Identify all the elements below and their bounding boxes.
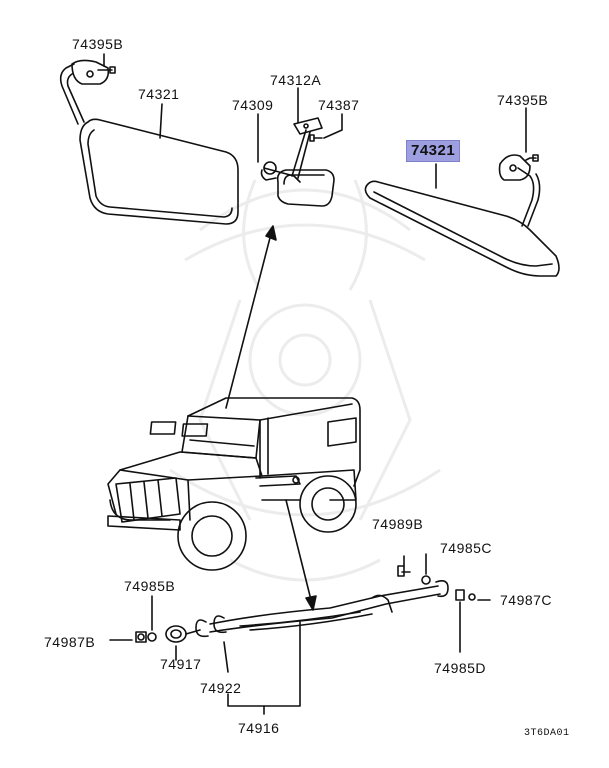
part-label-74917: 74917 (160, 656, 202, 672)
tow-strap (165, 580, 449, 643)
part-label-74989B: 74989B (372, 516, 424, 532)
rear-view-mirror (260, 117, 335, 207)
part-label-74916: 74916 (238, 720, 280, 736)
part-label-74312A: 74312A (270, 72, 322, 88)
part-label-74395B-right: 74395B (497, 92, 549, 108)
part-label-74985C: 74985C (440, 540, 493, 556)
right-hardware (397, 553, 491, 653)
leader-lines (103, 53, 527, 715)
part-label-74321-left: 74321 (138, 86, 180, 102)
part-label-74321-right-highlighted[interactable]: 74321 (406, 140, 461, 162)
diagram-code: 3T6DA01 (524, 728, 570, 739)
part-label-74395B-left: 74395B (72, 36, 124, 52)
part-label-74985D: 74985D (434, 660, 487, 676)
part-label-74987B: 74987B (44, 634, 96, 650)
left-hardware (109, 595, 229, 673)
part-label-74987C: 74987C (500, 592, 553, 608)
part-label-74387: 74387 (318, 97, 360, 113)
part-label-74309: 74309 (232, 97, 274, 113)
vehicle (107, 397, 361, 571)
part-label-74985B: 74985B (124, 578, 176, 594)
right-sun-visor (364, 154, 560, 277)
part-label-74922: 74922 (200, 680, 242, 696)
left-sun-visor (59, 59, 239, 225)
callout-arrows (225, 225, 317, 611)
